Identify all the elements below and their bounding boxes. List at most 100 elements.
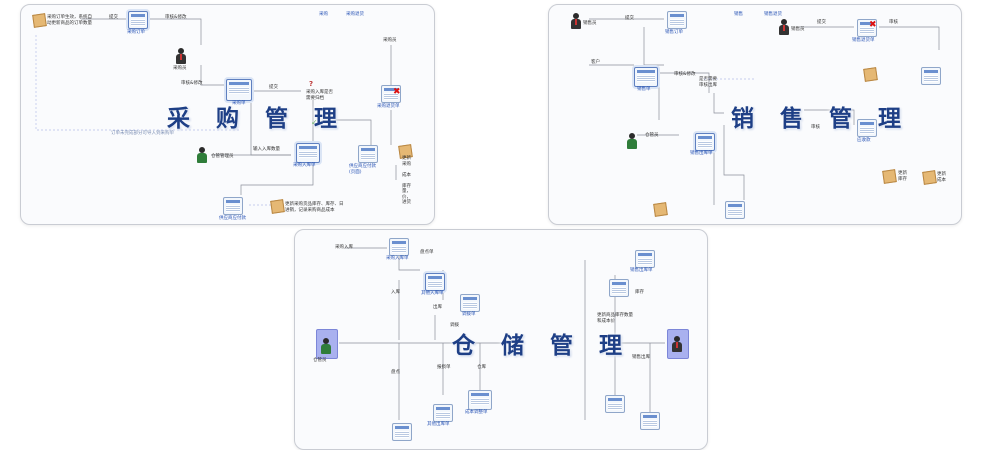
other-outbound-doc-icon[interactable] — [433, 404, 453, 422]
label-submit: 提交 — [625, 16, 634, 21]
label-review-edit: 审核&修改 — [165, 15, 187, 20]
label-supplier-payable: 供应商应付款 — [219, 216, 246, 221]
question-icon: ? — [309, 80, 314, 88]
label-buyer: 采购员 — [173, 66, 187, 71]
transfer-doc-icon[interactable] — [460, 294, 480, 312]
other-inbound-doc-icon[interactable] — [425, 273, 445, 291]
note-update-cost: 更新 采购 成本 库存 量， 价， 进货 — [402, 156, 411, 205]
label-sales-return: 销售退货 — [764, 12, 782, 17]
label-review: 审核 — [889, 20, 898, 25]
label-purchase-return-bill: 采购退货单 — [377, 104, 400, 109]
label-purchase-order: 采购订单 — [127, 30, 145, 35]
sales-order-doc-icon[interactable] — [667, 11, 687, 29]
salesperson-icon — [571, 13, 581, 29]
purchase-panel: 采购订单生效，系统自 动更新商品的订单数量 提交 采购订单 审核&修改 采购 采… — [20, 4, 435, 225]
package-icon — [32, 13, 47, 28]
purchase-return-doc-icon[interactable] — [381, 85, 401, 103]
label-purchase: 采购 — [319, 12, 328, 17]
sales-outbound-doc-icon[interactable] — [921, 67, 941, 85]
check-icon: ✓ — [311, 118, 318, 127]
note-update-cost: 更新 成本 — [937, 172, 946, 183]
label-damage: 报损单 — [437, 365, 451, 370]
label-sales-order: 销售订单 — [665, 30, 683, 35]
sales-title: 销 售 管 理 — [731, 106, 911, 132]
label-stocktake: 盘点 — [391, 370, 400, 375]
label-salesperson: 销售员 — [583, 21, 597, 26]
sales-panel: 销售员 提交 销售订单 销售 销售退货 销售员 提交 ✖ 销售退货单 审核 客户… — [548, 4, 962, 225]
stock-doc-icon[interactable] — [609, 279, 629, 297]
stock-doc-icon-2[interactable] — [605, 395, 625, 413]
label-warehouse: 仓库 — [477, 365, 486, 370]
package-icon-3 — [922, 170, 937, 185]
label-sales-bill: 销售单 — [637, 87, 651, 92]
label-review-edit-2: 审核&修改 — [181, 81, 203, 86]
label-stocktake-doc: 盘点单 — [420, 250, 434, 255]
purchase-inbound-doc-icon[interactable] — [389, 238, 409, 256]
label-supplier-payable-page: 供应商应付款 (页面) — [349, 164, 376, 175]
label-outbound: 出库 — [433, 305, 442, 310]
receivable-doc-icon[interactable] — [857, 119, 877, 137]
label-submit-2: 提交 — [269, 85, 278, 90]
warehouse-keeper-icon — [197, 147, 207, 163]
purchase-title: 采 购 管 理 — [167, 106, 347, 132]
package-icon-2 — [882, 169, 897, 184]
package-icon-4 — [653, 202, 668, 217]
label-receivable: 应收款 — [857, 138, 871, 143]
label-sales-outbound: 销售出库 — [632, 355, 650, 360]
note-order-effective: 采购订单生效，系统自 动更新商品的订单数量 — [47, 15, 92, 26]
label-purchase-inbound: 采购入库单 — [293, 163, 316, 168]
label-sales: 销售 — [734, 12, 743, 17]
warehouse-title: 仓 储 管 理 — [452, 333, 632, 359]
label-sales-return-bill: 销售退货单 — [852, 38, 875, 43]
label-purchase-bill: 采购单 — [232, 101, 246, 106]
purchase-inbound-doc-icon[interactable] — [296, 143, 320, 163]
label-purchase-inbound: 采购入库 — [335, 245, 353, 250]
supplier-payable-doc-icon-2[interactable] — [223, 197, 243, 215]
label-other-outbound: 其他出库单 — [427, 422, 450, 427]
note-import-unfinished: 订单未完成部分可导入到采购单 — [111, 131, 174, 136]
sales-outbound-doc-icon-2[interactable] — [695, 133, 715, 151]
label-submit: 提交 — [109, 15, 118, 20]
label-purchase-return: 采购退货 — [346, 12, 364, 17]
buyer-person-icon — [176, 48, 186, 64]
label-inbound: 入库 — [391, 290, 400, 295]
stock-doc-icon-3[interactable] — [640, 412, 660, 430]
warehouse-keeper-icon — [321, 338, 331, 354]
label-sales-outbound-bill: 销售出库单 — [630, 268, 653, 273]
sales-outbound-doc-icon-3[interactable] — [725, 201, 745, 219]
sales-return-doc-icon[interactable] — [857, 19, 877, 37]
cross-icon: ✖ — [393, 87, 401, 97]
note-update-stock: 更新 库存 — [898, 171, 907, 182]
purchase-order-doc-icon[interactable] — [128, 11, 148, 29]
label-salesperson-2: 销售员 — [791, 27, 805, 32]
supplier-payable-doc-icon[interactable] — [358, 145, 378, 163]
warehouse-keeper-icon — [627, 133, 637, 149]
label-warehouse-keeper: 仓管员 — [313, 358, 327, 363]
salesperson-icon-2 — [779, 19, 789, 35]
label-stock: 库存 — [635, 290, 644, 295]
label-customer: 客户 — [591, 60, 600, 65]
cost-adjust-doc-icon[interactable] — [468, 390, 492, 410]
label-submit-2: 提交 — [817, 20, 826, 25]
sales-outbound-doc-icon[interactable] — [635, 250, 655, 268]
label-transfer-doc: 调拨单 — [462, 312, 476, 317]
package-icon — [863, 67, 878, 82]
note-update-stock: 更新采购货品库存、库存、日 进销，记录采购商品成本 — [285, 202, 344, 213]
purchase-bill-doc-icon[interactable] — [226, 79, 252, 101]
note-update-stock-cost: 更新商品库存数量 和成本价 — [597, 313, 633, 324]
label-need-review-outbound: 是否需要 审核出库 — [699, 77, 717, 88]
label-transfer: 调拨 — [450, 323, 459, 328]
package-icon-3 — [270, 199, 285, 214]
warehouse-panel: 采购入库 采购入库单 盘点单 其他入库单 调拨单 调拨 入库 出库 仓管员 盘点… — [294, 229, 708, 450]
label-purchase-inbound-bill: 采购入库单 — [386, 256, 409, 261]
label-cost-adjust: 成本调整单 — [465, 410, 488, 415]
label-review-2: 审核 — [811, 125, 820, 130]
label-review-edit: 审核&修改 — [674, 72, 696, 77]
label-sales-outbound: 销售出库单 — [690, 151, 713, 156]
damage-doc-icon[interactable] — [392, 423, 412, 441]
salesperson-icon — [672, 336, 682, 352]
label-archive-question: 采购入库是否 需要归档 — [306, 90, 333, 101]
sales-bill-doc-icon[interactable] — [634, 67, 658, 87]
label-warehouse-manager: 仓管管理员 — [211, 154, 234, 159]
purchase-connectors — [35, 18, 397, 206]
